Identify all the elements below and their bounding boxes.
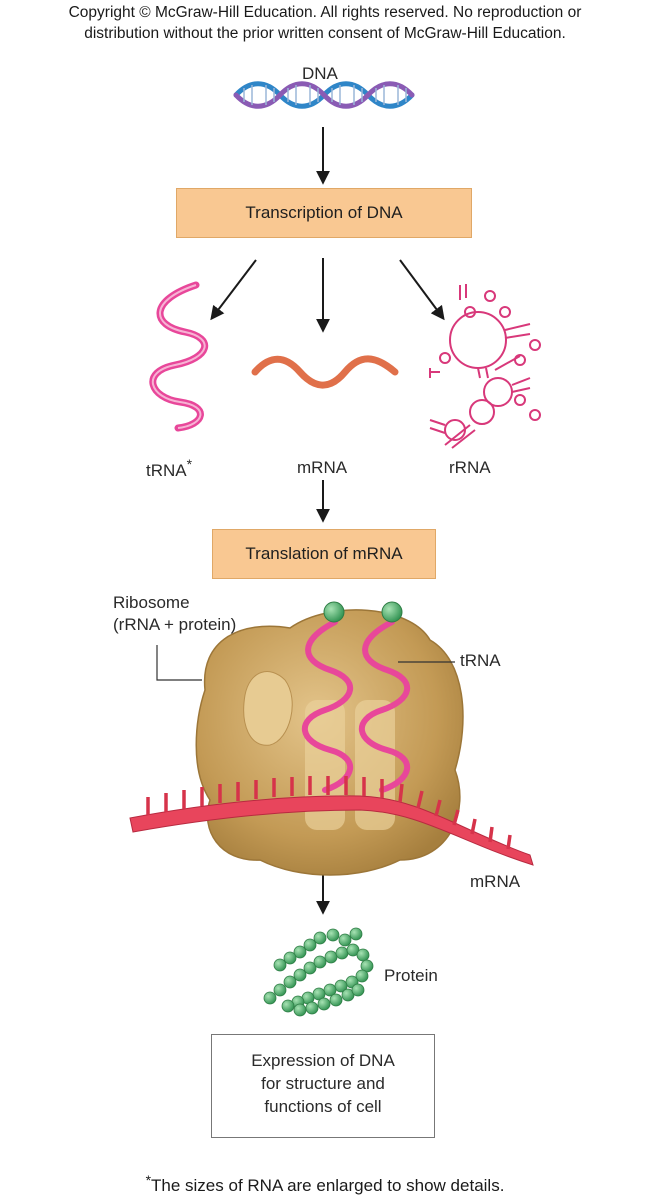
arrow-to-trna	[210, 259, 257, 321]
dna-label: DNA	[302, 64, 338, 83]
mrna-strand-label: mRNA	[470, 872, 521, 891]
rrna-label: rRNA	[449, 458, 491, 477]
ribosome-label-line-1: Ribosome	[113, 593, 190, 612]
trna-asterisk: *	[186, 456, 193, 472]
footnote: *The sizes of RNA are enlarged to show d…	[0, 1172, 650, 1196]
mrna-label: mRNA	[297, 458, 348, 477]
ribosome-icon	[195, 609, 464, 876]
copyright-line-2: distribution without the prior written c…	[84, 25, 566, 42]
output-line-1: Expression of DNA	[251, 1051, 395, 1070]
ribosome-label-line-2: (rRNA + protein)	[113, 615, 237, 634]
footnote-text: The sizes of RNA are enlarged to show de…	[151, 1176, 505, 1195]
protein-label: Protein	[384, 966, 438, 985]
trna-in-ribosome-icon	[302, 601, 410, 793]
ribosome-label: Ribosome (rRNA + protein)	[113, 592, 236, 636]
trna-label-text: tRNA	[146, 461, 187, 480]
dna-helix-icon	[233, 81, 415, 109]
translation-box: Translation of mRNA	[212, 529, 436, 579]
copyright-line-1: Copyright © McGraw-Hill Education. All r…	[68, 4, 582, 21]
output-line-2: for structure and	[261, 1074, 385, 1093]
rrna-structure-icon	[429, 284, 541, 449]
mrna-wave-icon	[251, 355, 399, 389]
copyright-notice: Copyright © McGraw-Hill Education. All r…	[0, 2, 650, 44]
arrow-to-rrna	[399, 259, 445, 321]
trna-label: tRNA*	[146, 456, 192, 481]
trna-callout-label: tRNA	[460, 651, 501, 670]
trna-ribbon-icon	[149, 281, 209, 432]
mrna-strand-icon	[129, 776, 534, 866]
footnote-asterisk: *	[145, 1172, 152, 1188]
output-line-3: functions of cell	[264, 1097, 382, 1116]
transcription-box: Transcription of DNA	[176, 188, 472, 238]
protein-chain-icon	[263, 927, 374, 1017]
expression-output-box: Expression of DNA for structure and func…	[211, 1034, 435, 1138]
translation-label: Translation of mRNA	[245, 544, 403, 563]
ribosome-callout-line	[156, 645, 202, 681]
transcription-label: Transcription of DNA	[245, 203, 403, 222]
